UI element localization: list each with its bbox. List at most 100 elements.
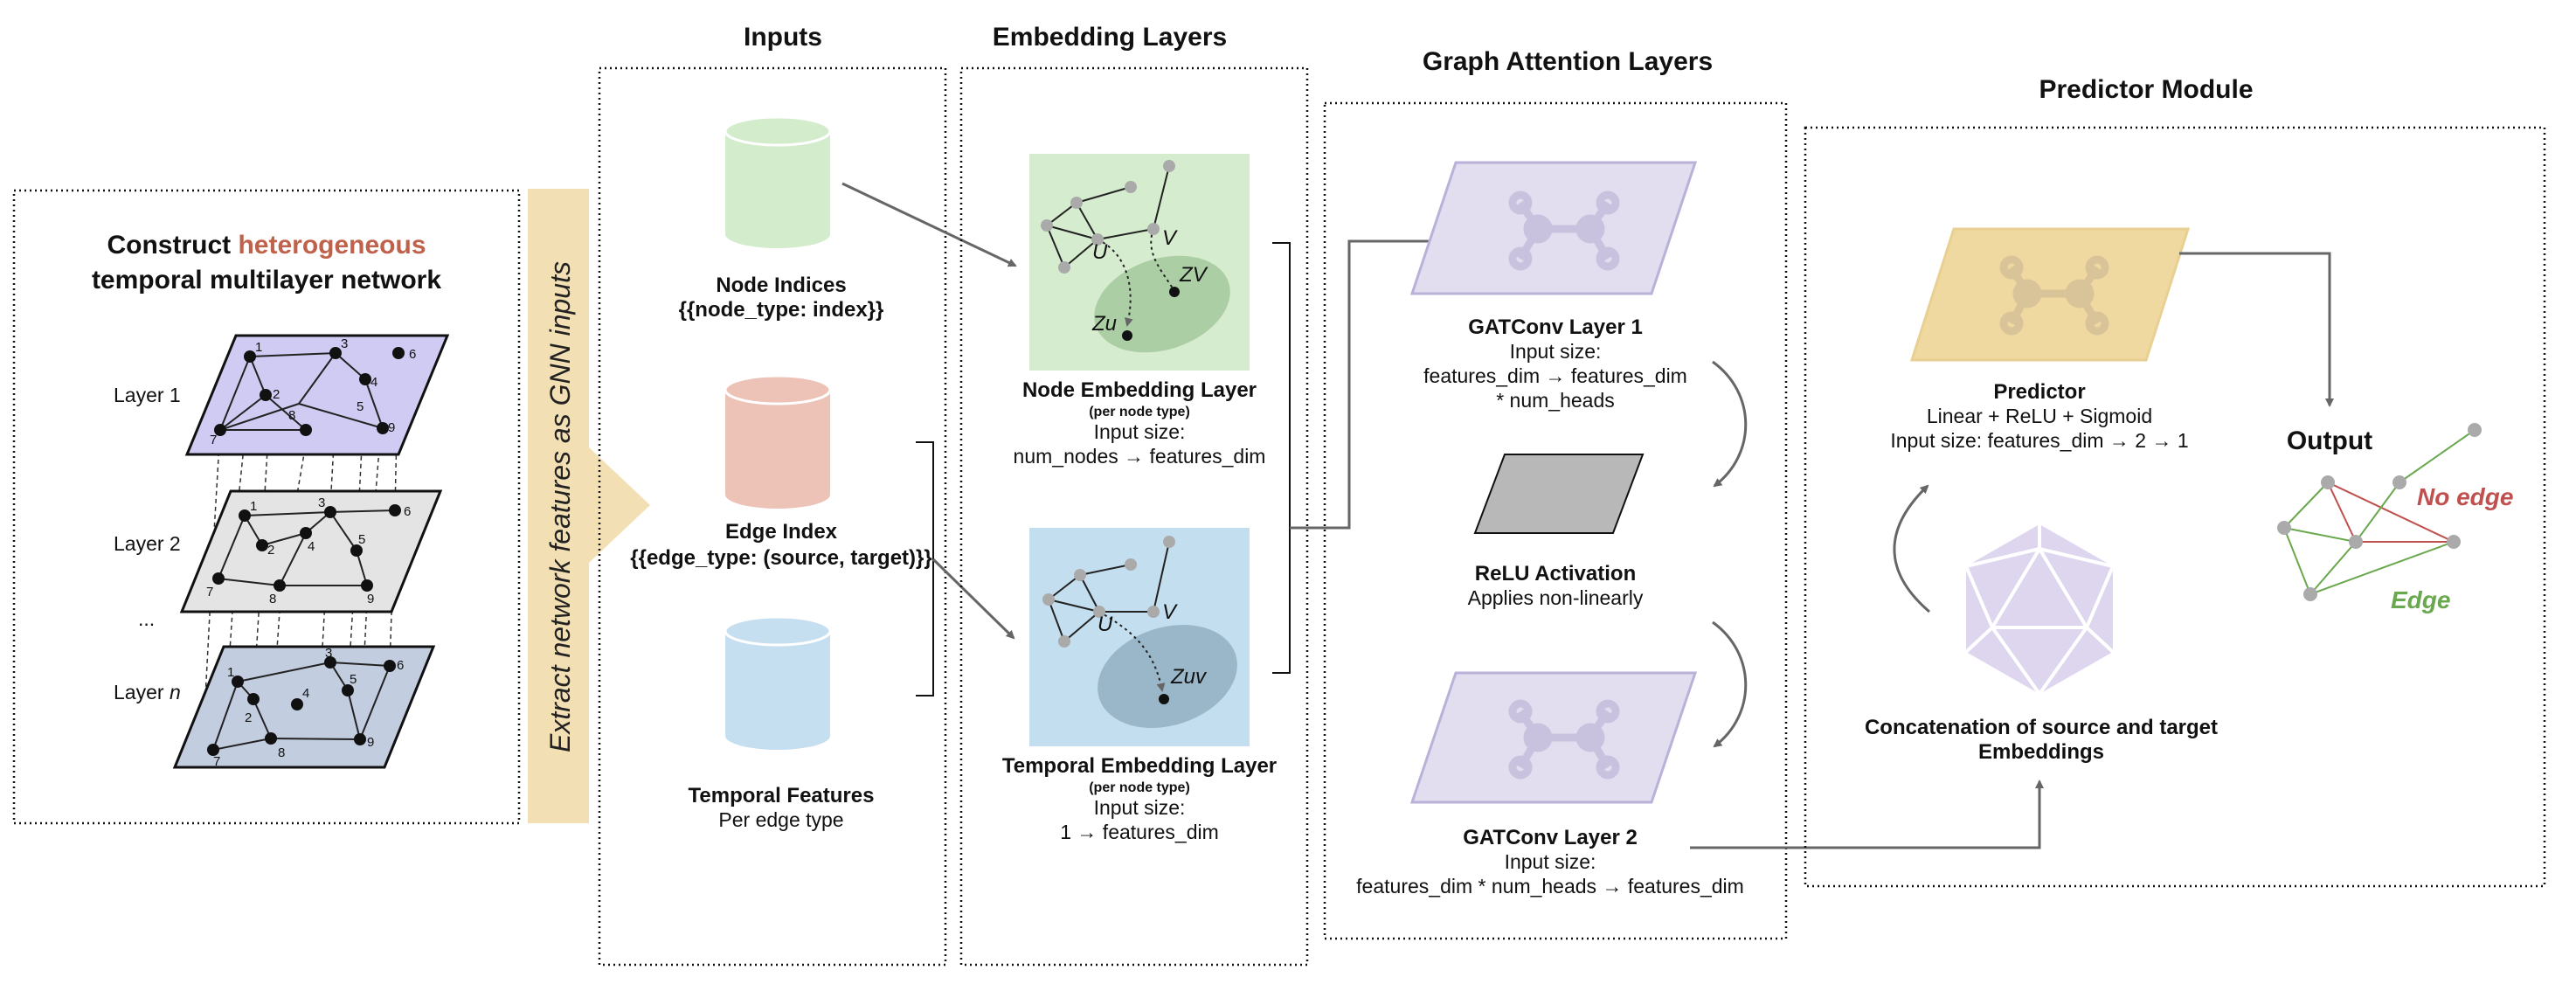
temporal-features-label: Temporal Features bbox=[689, 784, 875, 807]
gatconv-1-size: features_dim → features_dim bbox=[1423, 364, 1687, 387]
l1-num-7: 7 bbox=[210, 433, 217, 447]
l1-num-5: 5 bbox=[357, 399, 364, 414]
gat-title: Graph Attention Layers bbox=[1423, 47, 1713, 76]
embedding-bracket bbox=[1272, 242, 1291, 674]
extract-label: Extract network features as GNN inputs bbox=[544, 261, 576, 752]
predictor-panel-border bbox=[1804, 126, 2546, 888]
temporal-features-sub: Per edge type bbox=[718, 808, 843, 831]
l1-num-2: 2 bbox=[273, 387, 280, 402]
embedding-panel: Embedding Layers U V bbox=[959, 23, 1309, 967]
output-graph bbox=[2277, 423, 2482, 601]
ln-num-8: 8 bbox=[278, 745, 285, 760]
layer-ellipsis: ... bbox=[138, 607, 155, 630]
layer-n-label: Layer n bbox=[114, 681, 181, 703]
edge-index-cylinder-icon bbox=[724, 374, 832, 509]
arrow-concat-to-predictor bbox=[1893, 484, 1930, 613]
node-emb-symbol-zu: Zu bbox=[1091, 312, 1117, 336]
extract-arrow-shape bbox=[528, 189, 650, 823]
temporal-embedding-latent-ellipse bbox=[1098, 625, 1237, 728]
arrow-edge-to-temporal bbox=[931, 558, 1015, 640]
extract-arrow: Extract network features as GNN inputs bbox=[528, 189, 650, 823]
l1-num-4: 4 bbox=[370, 375, 377, 390]
node-emb-symbol-u: U bbox=[1092, 240, 1108, 264]
construct-title: Construct heterogeneous bbox=[107, 231, 426, 260]
temporal-embedding-input-label: Input size: bbox=[1094, 796, 1186, 819]
gatconv-1-size2: * num_heads bbox=[1496, 389, 1615, 412]
temporal-emb-symbol-v: V bbox=[1162, 600, 1178, 624]
relu-sub: Applies non-linearly bbox=[1468, 586, 1644, 609]
l1-num-9: 9 bbox=[388, 420, 395, 435]
l2-num-7: 7 bbox=[206, 585, 213, 599]
predictor-title: Predictor Module bbox=[2039, 75, 2253, 104]
node-embedding-input-label: Input size: bbox=[1094, 420, 1186, 443]
predictor-network-icon bbox=[1999, 255, 2109, 336]
inputs-panel: Inputs Node Indices {{node_type: index}}… bbox=[598, 23, 947, 967]
edge-label: Edge bbox=[2391, 586, 2450, 613]
node-indices-cylinder-icon bbox=[724, 115, 832, 248]
temporal-emb-symbol-u: U bbox=[1098, 613, 1113, 636]
node-indices-label: Node Indices bbox=[716, 274, 846, 297]
l2-num-9: 9 bbox=[367, 592, 374, 606]
edge-index-sub: {{edge_type: (source, target)}} bbox=[630, 546, 931, 570]
gatconv-2-input-label: Input size: bbox=[1505, 850, 1596, 873]
construct-title-prefix: Construct bbox=[107, 231, 238, 260]
l2-num-5: 5 bbox=[358, 532, 365, 547]
l1-num-1: 1 bbox=[255, 340, 262, 355]
l2-num-8: 8 bbox=[269, 592, 276, 606]
gatconv-2-size: features_dim * num_heads → features_dim bbox=[1356, 875, 1744, 897]
ln-num-9: 9 bbox=[367, 735, 374, 750]
ln-num-3: 3 bbox=[325, 646, 332, 661]
concat-label-line1: Concatenation of source and target bbox=[1865, 716, 2218, 739]
gat-panel: Graph Attention Layers GATConv Layer 1 I… bbox=[1323, 47, 1788, 940]
output-label: Output bbox=[2287, 426, 2372, 455]
ln-num-6: 6 bbox=[397, 658, 404, 673]
l2-num-4: 4 bbox=[308, 539, 315, 554]
concat-label-line2: Embeddings bbox=[1978, 740, 2104, 764]
layer-2-label: Layer 2 bbox=[114, 532, 181, 555]
arrow-node-to-embedding bbox=[841, 182, 1017, 267]
gatconv-2-title: GATConv Layer 2 bbox=[1463, 826, 1638, 849]
l2-num-3: 3 bbox=[318, 496, 325, 510]
temporal-embedding-graphic: U V Zuv bbox=[1029, 528, 1250, 746]
node-emb-symbol-v: V bbox=[1162, 226, 1178, 250]
layer-n-graph: 1 2 3 4 5 6 7 8 9 bbox=[207, 646, 404, 769]
arrow-gat2-to-concat bbox=[1690, 780, 2044, 849]
predictor-box-line1: Linear + ReLU + Sigmoid bbox=[1927, 405, 2152, 427]
gatconv-1-title: GATConv Layer 1 bbox=[1468, 315, 1643, 339]
relu-title: ReLU Activation bbox=[1475, 562, 1636, 586]
predictor-panel: Predictor Module Predictor Linear + ReLU… bbox=[1804, 75, 2546, 888]
icosahedron-icon bbox=[1964, 524, 2115, 696]
predictor-box-line2: Input size: features_dim → 2 → 1 bbox=[1890, 429, 2188, 452]
inputs-bracket bbox=[916, 441, 934, 696]
node-embedding-latent-ellipse bbox=[1094, 255, 1230, 353]
l2-num-6: 6 bbox=[404, 504, 411, 519]
l1-num-8: 8 bbox=[288, 408, 295, 423]
temporal-embedding-title: Temporal Embedding Layer bbox=[1002, 754, 1277, 778]
predictor-box-title: Predictor bbox=[1993, 380, 2085, 404]
construct-title-line2: temporal multilayer network bbox=[92, 266, 441, 295]
arrow-relu-to-gat2 bbox=[1712, 620, 1748, 748]
embedding-panel-border bbox=[959, 66, 1309, 967]
arrow-embedding-to-gat bbox=[1290, 237, 1442, 530]
ln-num-2: 2 bbox=[245, 710, 252, 725]
construct-panel: Construct heterogeneous temporal multila… bbox=[12, 189, 521, 825]
layer-2-graph: 1 2 3 4 5 6 7 8 9 bbox=[206, 496, 411, 606]
construct-title-highlight: heterogeneous bbox=[238, 231, 426, 260]
temporal-embedding-sub: (per node type) bbox=[1089, 780, 1190, 795]
temporal-embedding-size: 1 → features_dim bbox=[1060, 821, 1219, 843]
ln-num-5: 5 bbox=[350, 672, 357, 687]
inputs-title: Inputs bbox=[744, 23, 822, 52]
temporal-emb-symbol-zuv: Zuv bbox=[1170, 665, 1208, 689]
arrow-predictor-to-output bbox=[2179, 252, 2334, 407]
node-embedding-size: num_nodes → features_dim bbox=[1014, 445, 1266, 468]
node-embedding-graphic: U V ZV Zu bbox=[1029, 154, 1250, 371]
gatconv-1-network-icon bbox=[1508, 191, 1620, 271]
relu-shape bbox=[1473, 454, 1645, 534]
arrow-gat1-to-relu bbox=[1712, 360, 1748, 488]
l2-num-2: 2 bbox=[267, 543, 274, 558]
gatconv-1-input-label: Input size: bbox=[1510, 340, 1602, 363]
construct-panel-border bbox=[12, 189, 521, 825]
temporal-features-cylinder-icon bbox=[724, 615, 832, 750]
node-embedding-title: Node Embedding Layer bbox=[1022, 378, 1257, 402]
